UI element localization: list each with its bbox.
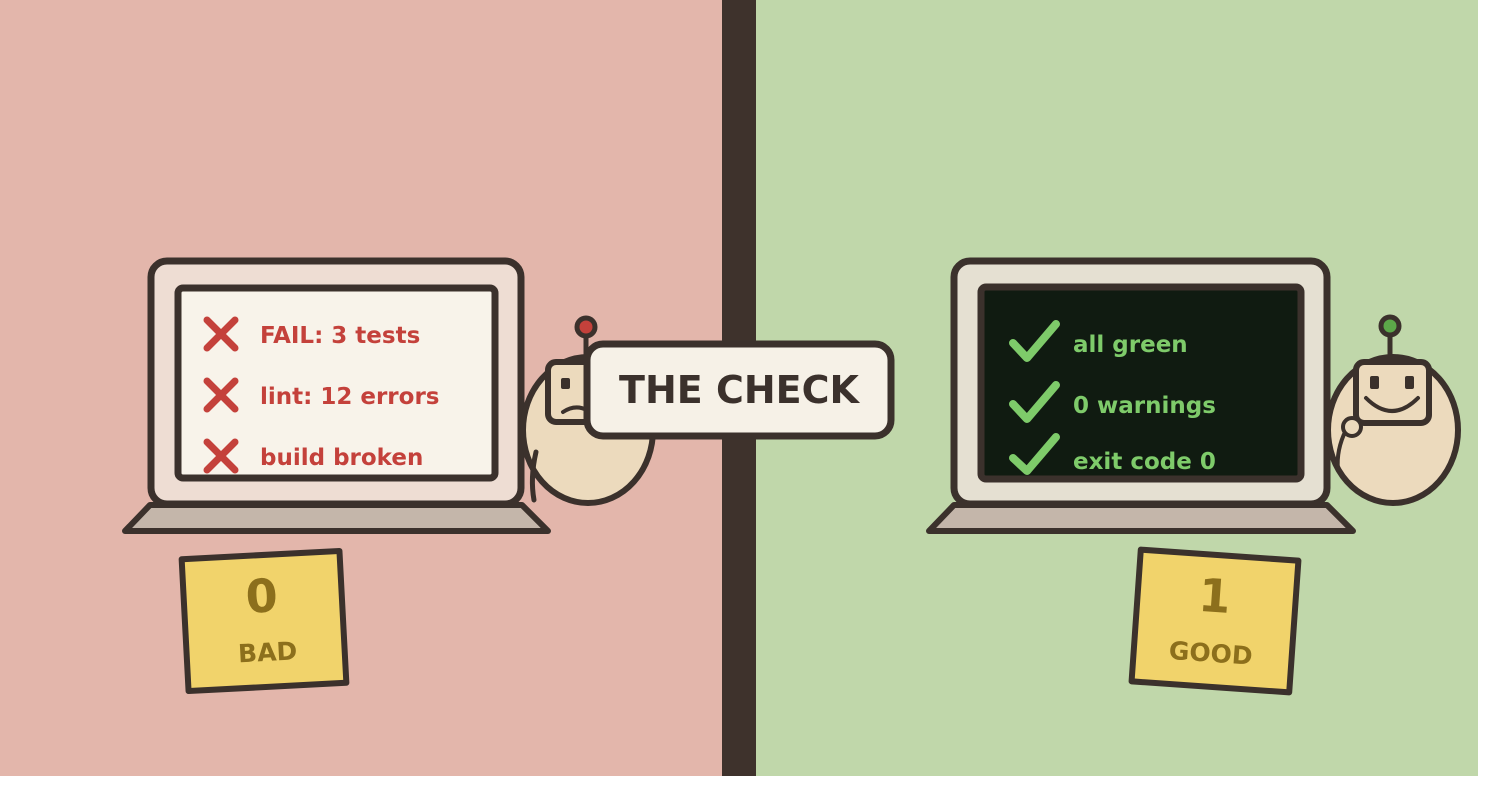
good-score-value: 1 <box>1197 568 1233 624</box>
x-mark-icon <box>203 377 239 413</box>
check-mark-icon <box>1009 381 1060 423</box>
title-text: THE CHECK <box>619 368 860 412</box>
bad-score-value: 0 <box>244 568 279 624</box>
check-mark-icon <box>1009 320 1060 362</box>
bad-line-3: build broken <box>260 445 423 471</box>
bad-score-note: 0 BAD <box>178 547 350 695</box>
happy-robot-antenna <box>1378 314 1402 338</box>
happy-robot-head <box>1353 359 1432 426</box>
bad-line-1: FAIL: 3 tests <box>260 323 420 349</box>
bad-laptop-base <box>122 502 551 534</box>
happy-robot <box>1325 314 1461 506</box>
x-mark-icon <box>203 316 239 352</box>
bad-line-2: lint: 12 errors <box>260 384 439 410</box>
good-line-3: exit code 0 <box>1073 449 1216 475</box>
bad-laptop <box>122 257 551 534</box>
good-line-2: 0 warnings <box>1073 393 1216 419</box>
good-score-note: 1 GOOD <box>1128 546 1302 696</box>
x-mark-icon <box>203 438 239 474</box>
good-line-1: all green <box>1073 332 1188 358</box>
good-laptop-screen <box>977 283 1305 483</box>
bad-screen-lines: FAIL: 3 tests lint: 12 errors build brok… <box>203 316 439 474</box>
good-screen-lines: all green 0 warnings exit code 0 <box>1009 320 1216 475</box>
bad-laptop-screen <box>174 284 499 482</box>
check-mark-icon <box>1009 433 1060 475</box>
good-score-label: GOOD <box>1168 636 1254 671</box>
sad-robot-antenna <box>574 315 598 339</box>
good-laptop-base <box>926 502 1356 534</box>
title-badge: THE CHECK <box>583 340 895 440</box>
bad-score-label: BAD <box>237 636 298 668</box>
